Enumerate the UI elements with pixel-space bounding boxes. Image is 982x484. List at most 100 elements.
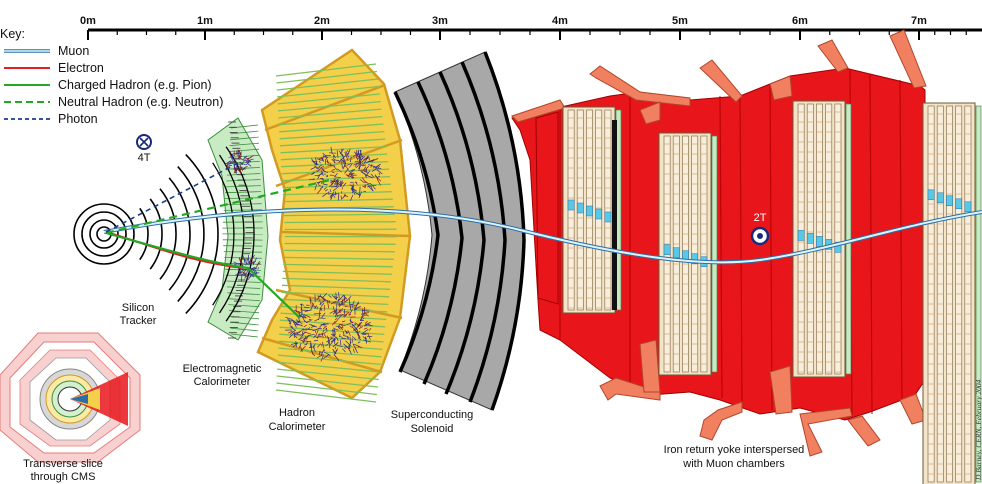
shower-fragment — [332, 309, 338, 315]
shower-fragment — [360, 312, 367, 315]
shower-fragment — [237, 149, 242, 156]
shower-fragment — [233, 161, 238, 164]
shower-fragment — [325, 344, 329, 347]
shower-fragment — [249, 255, 255, 261]
shower-fragment — [364, 184, 367, 188]
shower-fragment — [344, 195, 349, 198]
shower-fragment — [229, 152, 233, 159]
shower-fragment — [366, 314, 369, 317]
hcal-absorber-layer — [276, 382, 377, 396]
muon-chambers — [535, 100, 982, 484]
shower-fragment — [341, 320, 346, 323]
tracker-layer — [139, 207, 149, 261]
shower-fragment — [362, 185, 366, 188]
shower-fragment — [335, 317, 338, 321]
shower-fragment — [353, 343, 360, 347]
shower-fragment — [233, 261, 240, 266]
shower-fragment — [252, 257, 258, 265]
shower-fragment — [337, 168, 342, 173]
shower-fragment — [364, 170, 369, 174]
shower-fragment — [336, 150, 339, 158]
shower-fragment — [323, 351, 328, 355]
shower-fragment — [299, 303, 305, 306]
shower-fragment — [346, 336, 349, 339]
shower-fragment — [364, 181, 369, 184]
shower-fragment — [314, 165, 320, 170]
muon-station-4 — [922, 102, 982, 484]
ecal-crystal — [224, 257, 262, 259]
shower-fragment — [323, 183, 328, 186]
slice-label-line2: through CMS — [31, 471, 96, 483]
shower-fragment — [344, 347, 346, 350]
shower-fragment — [242, 269, 247, 274]
shower-fragment — [339, 295, 344, 301]
shower-fragment — [343, 335, 348, 337]
muon-hit — [595, 208, 603, 220]
shower-fragment — [319, 322, 325, 327]
shower-fragment — [293, 331, 301, 335]
shower-fragment — [359, 149, 363, 158]
tracker-layer — [168, 177, 191, 291]
shower-fragment — [353, 323, 357, 326]
shower-fragment — [342, 348, 346, 353]
hcal-absorber-layer — [279, 123, 384, 133]
shower-fragment — [338, 183, 342, 187]
shower-fragment — [359, 186, 361, 195]
shower-fragment — [322, 329, 325, 333]
shower-fragment — [316, 188, 322, 194]
shower-fragment — [300, 332, 305, 339]
tracker-label-line2: Tracker — [120, 315, 157, 327]
shower-fragment — [251, 261, 255, 264]
shower-fragment — [333, 337, 336, 341]
shower-fragment — [313, 335, 316, 339]
shower-fragment — [323, 334, 327, 338]
shower-fragment — [347, 148, 351, 155]
shower-fragment — [344, 168, 349, 174]
muon-hit — [672, 247, 680, 258]
shower-fragment — [326, 160, 328, 164]
shower-fragment — [357, 346, 363, 348]
shower-fragment — [341, 301, 344, 305]
shower-fragment — [285, 316, 293, 320]
muon-station-3 — [792, 100, 852, 378]
hcal-absorber-layer — [280, 312, 387, 321]
shower-fragment — [333, 349, 338, 356]
shower-fragment — [335, 325, 344, 329]
shower-fragment — [234, 262, 241, 265]
shower-fragment — [304, 331, 311, 335]
legend-entry-photon: Photon — [4, 112, 98, 126]
hcal-absorber-layer — [276, 375, 378, 388]
ecal-crystal — [223, 209, 263, 211]
hcal-absorber-layer — [278, 108, 382, 119]
hcal-absorber-layer — [283, 249, 395, 253]
shower-fragment — [300, 331, 307, 336]
shower-fragment — [365, 324, 373, 326]
hcal-absorber-layer — [280, 153, 388, 161]
shower-fragment — [239, 166, 246, 170]
shower-fragment — [298, 328, 304, 334]
shower-fragment — [305, 335, 309, 340]
shower-fragment — [255, 260, 260, 268]
shower-fragment — [356, 152, 359, 156]
shower-fragment — [375, 163, 381, 168]
shower-fragment — [317, 184, 322, 187]
shower-fragment — [245, 160, 250, 163]
shower-fragment — [346, 163, 352, 166]
legend-entry-neutral-hadron: Neutral Hadron (e.g. Neutron) — [4, 95, 223, 109]
shower-fragment — [344, 329, 348, 334]
shower-fragment — [310, 166, 317, 170]
shower-fragment — [349, 304, 352, 311]
shower-fragment — [334, 191, 337, 196]
shower-fragment — [326, 300, 330, 302]
shower-fragment — [327, 300, 330, 309]
muon-hit — [955, 198, 963, 210]
shower-fragment — [330, 186, 338, 188]
shower-fragment — [341, 324, 344, 328]
shower-fragment — [332, 154, 336, 159]
shower-fragment — [335, 336, 339, 342]
shower-fragment — [368, 164, 376, 168]
shower-fragment — [361, 310, 370, 312]
shower-fragment — [306, 319, 313, 323]
muon-hit — [576, 202, 584, 214]
hcal-absorber-layer — [283, 256, 394, 260]
